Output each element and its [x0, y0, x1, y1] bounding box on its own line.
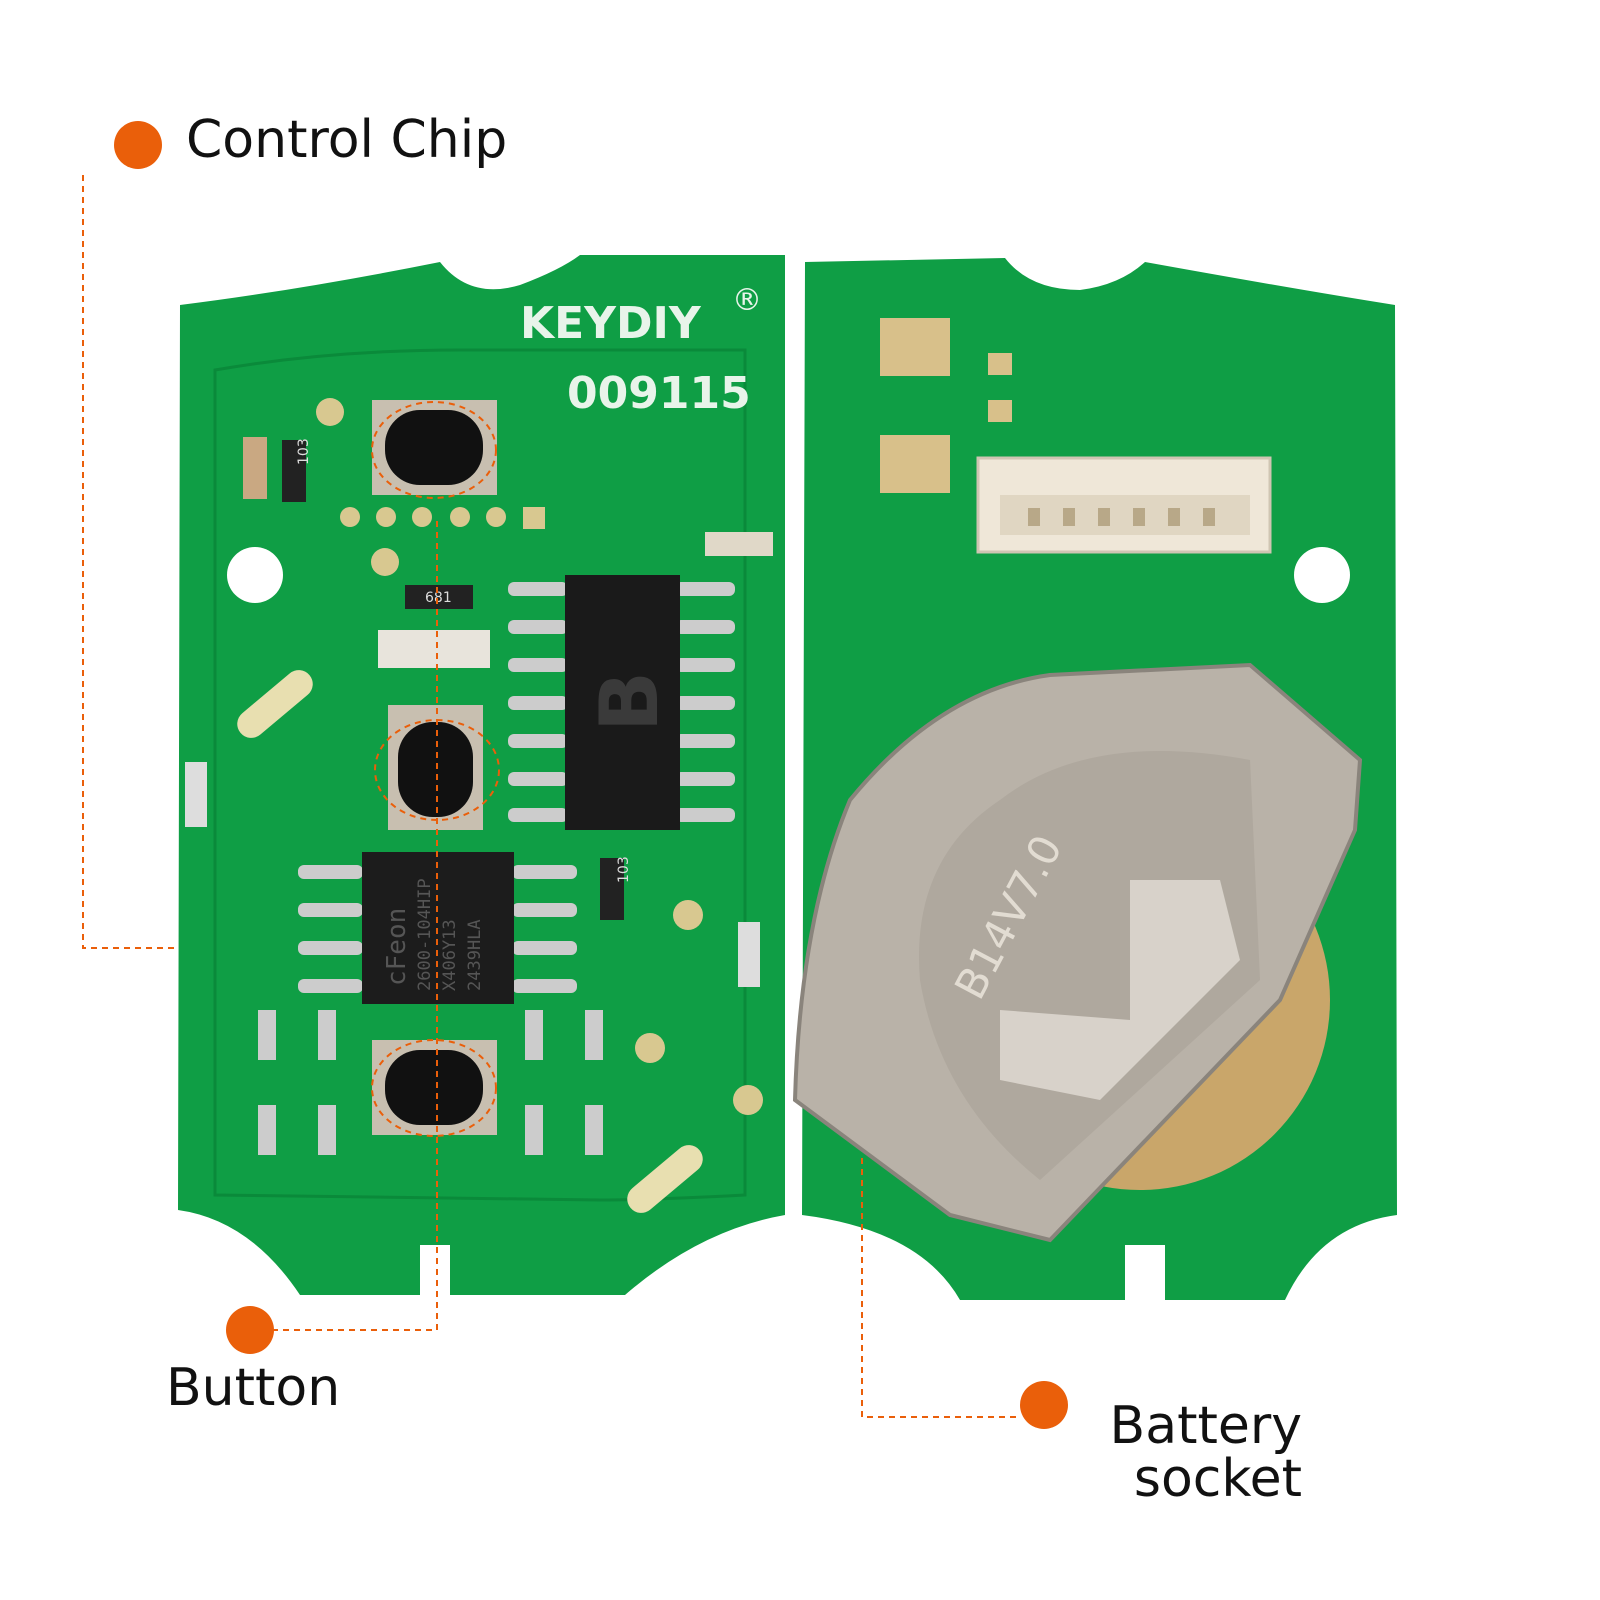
- resistor-3: 681: [405, 585, 473, 609]
- battery-socket-label-line2: socket: [1133, 1449, 1302, 1509]
- tactile-button-bottom: [372, 1040, 497, 1135]
- battery-socket-marker: [1020, 1381, 1068, 1429]
- control-chip: B: [508, 575, 735, 830]
- battery-socket-label-line1: Battery: [1109, 1396, 1302, 1456]
- svg-text:103: 103: [296, 438, 312, 465]
- svg-text:B: B: [583, 671, 676, 732]
- tactile-button-top: [372, 400, 497, 495]
- connector: [976, 456, 1272, 554]
- resistor-2: 103: [600, 856, 632, 920]
- control-chip-marker: [114, 121, 162, 169]
- svg-text:681: 681: [425, 590, 452, 606]
- control-chip-label: Control Chip: [186, 110, 508, 170]
- header-pads: [340, 507, 545, 529]
- svg-text:2439HLA: 2439HLA: [465, 919, 485, 991]
- button-marker: [226, 1306, 274, 1354]
- model-number: 009115: [567, 368, 751, 419]
- right-pcb-back: B14V7.0: [792, 258, 1397, 1300]
- battery-socket: B14V7.0: [792, 662, 1363, 1243]
- button-label: Button: [166, 1358, 341, 1418]
- callout-lines: [82, 175, 1020, 1418]
- registered-mark: ®: [732, 283, 762, 318]
- svg-text:103: 103: [616, 856, 632, 883]
- tactile-button-middle: [388, 705, 483, 830]
- brand-logo: KEYDIY: [520, 298, 702, 349]
- svg-text:cFeon: cFeon: [382, 908, 412, 986]
- resistor-1: 103: [282, 438, 312, 502]
- svg-text:2600-104HIP: 2600-104HIP: [415, 878, 435, 991]
- left-pcb-front: KEYDIY ® 009115 B: [178, 255, 785, 1295]
- svg-text:X406Y13: X406Y13: [440, 919, 460, 991]
